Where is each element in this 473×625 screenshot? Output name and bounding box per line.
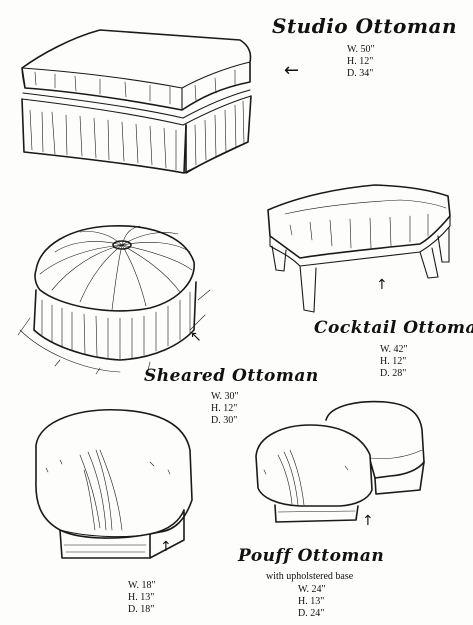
studio-ottoman-title: Studio Ottoman bbox=[272, 14, 458, 38]
cocktail-arrow-icon: ↑ bbox=[376, 277, 388, 293]
pouff-single-width: W. 18" bbox=[128, 580, 156, 591]
pouff-depth: D. 24" bbox=[298, 608, 325, 619]
pouff-ottoman-dimensions: W. 24" H. 13" D. 24" bbox=[298, 584, 326, 620]
cocktail-height: H. 12" bbox=[380, 356, 407, 367]
studio-arrow-icon: ← bbox=[284, 60, 300, 81]
cocktail-depth: D. 28" bbox=[380, 368, 407, 379]
sheared-ottoman-dimensions: W. 30" H. 12" D. 30" bbox=[211, 391, 239, 427]
pouff-single-depth: D. 18" bbox=[128, 604, 155, 615]
studio-width: W. 50" bbox=[347, 44, 375, 55]
studio-height: H. 12" bbox=[347, 56, 374, 67]
sheared-depth: D. 30" bbox=[211, 415, 238, 426]
cocktail-ottoman-drawing bbox=[267, 184, 451, 313]
sheared-width: W. 30" bbox=[211, 391, 239, 402]
studio-depth: D. 34" bbox=[347, 68, 374, 79]
cocktail-ottoman-dimensions: W. 42" H. 12" D. 28" bbox=[380, 344, 408, 380]
studio-ottoman-drawing bbox=[21, 29, 252, 174]
pouff-ottoman-subtitle: with upholstered base bbox=[266, 571, 354, 582]
pouff-width: W. 24" bbox=[298, 584, 326, 595]
pouff-single-dimensions: W. 18" H. 13" D. 18" bbox=[128, 580, 156, 616]
sheared-ottoman-title: Sheared Ottoman bbox=[144, 366, 319, 386]
pouff-single-height: H. 13" bbox=[128, 592, 155, 603]
pouff-pair-drawing bbox=[255, 400, 425, 523]
pouff-arrow-icon: ↑ bbox=[362, 513, 374, 529]
sheared-arrow-icon: ↖ bbox=[190, 329, 202, 345]
sheared-height: H. 12" bbox=[211, 403, 238, 414]
pouff-height: H. 13" bbox=[298, 596, 325, 607]
pouff-single-arrow-icon: ↑ bbox=[160, 539, 172, 555]
pouff-ottoman-title: Pouff Ottoman bbox=[238, 546, 385, 566]
sheared-ottoman-drawing bbox=[17, 225, 211, 375]
pouff-single-drawing bbox=[35, 409, 193, 559]
cocktail-width: W. 42" bbox=[380, 344, 408, 355]
cocktail-ottoman-title: Cocktail Ottoman bbox=[314, 318, 473, 338]
studio-ottoman-dimensions: W. 50" H. 12" D. 34" bbox=[347, 44, 375, 80]
